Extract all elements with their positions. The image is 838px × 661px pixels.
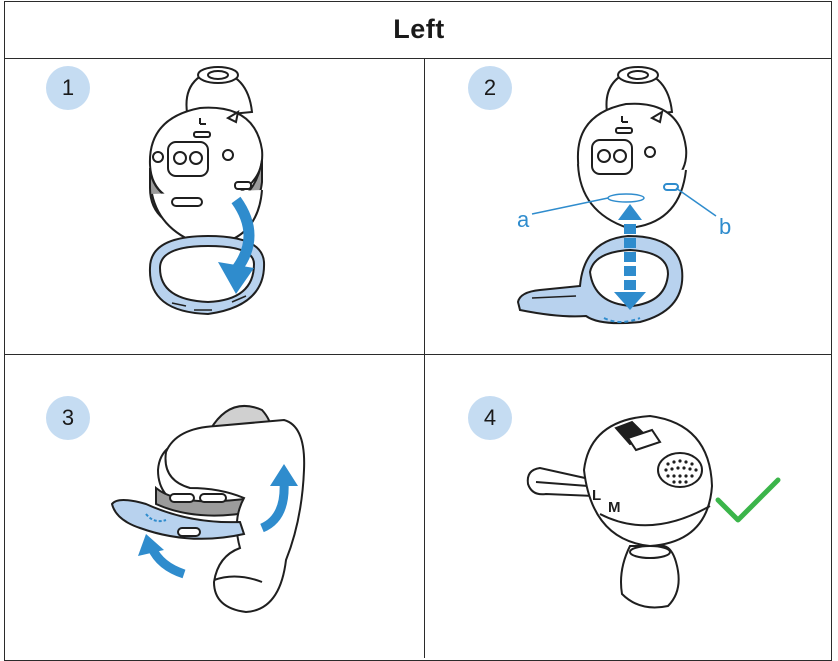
hand-icon	[166, 420, 305, 612]
earbud-4	[584, 416, 712, 608]
checkmark-icon	[718, 480, 778, 520]
illustrations: L M	[0, 0, 838, 645]
size-mark-l: L	[592, 487, 601, 504]
earbud-2	[578, 67, 686, 228]
size-mark-m: M	[608, 499, 621, 516]
ear-fin-2	[518, 236, 682, 323]
step-1-illustration	[150, 67, 264, 314]
step-2-illustration	[518, 67, 716, 323]
step-3-illustration	[112, 406, 304, 612]
step-4-illustration: L M	[528, 416, 778, 608]
